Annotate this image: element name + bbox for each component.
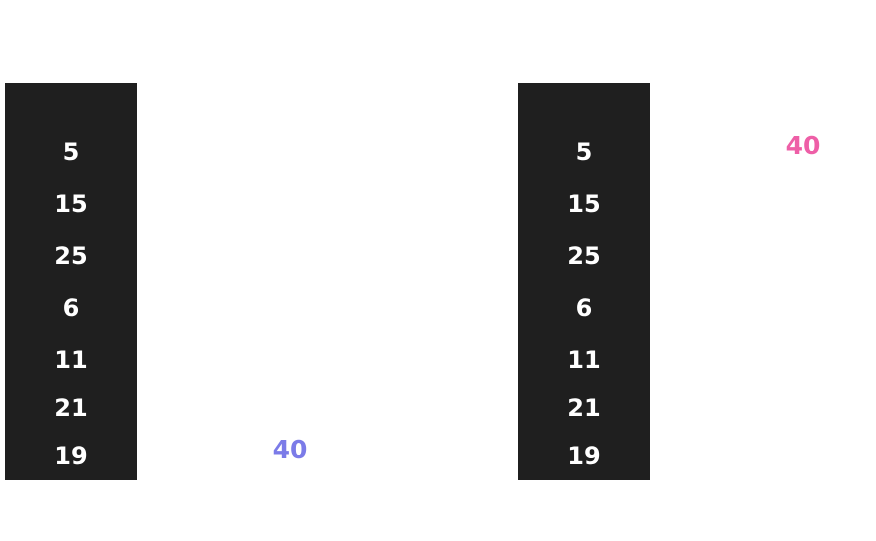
left-number-column: 5 15 25 6 11 21 19 (5, 83, 137, 480)
left-column-number: 15 (54, 190, 88, 218)
right-column-number: 15 (567, 190, 601, 218)
left-column-number: 6 (62, 294, 80, 322)
left-column-number: 19 (54, 442, 88, 470)
right-number-column: 5 15 25 6 11 21 19 (518, 83, 650, 480)
right-column-number: 6 (575, 294, 593, 322)
left-column-number: 11 (54, 346, 88, 374)
right-column-number: 25 (567, 242, 601, 270)
right-target-value: 40 (785, 131, 821, 160)
right-column-number: 5 (575, 138, 593, 166)
left-column-number: 21 (54, 394, 88, 422)
right-column-number: 11 (567, 346, 601, 374)
right-column-number: 19 (567, 442, 601, 470)
left-column-number: 25 (54, 242, 88, 270)
right-column-number: 21 (567, 394, 601, 422)
left-target-value: 40 (272, 435, 308, 464)
left-column-number: 5 (62, 138, 80, 166)
